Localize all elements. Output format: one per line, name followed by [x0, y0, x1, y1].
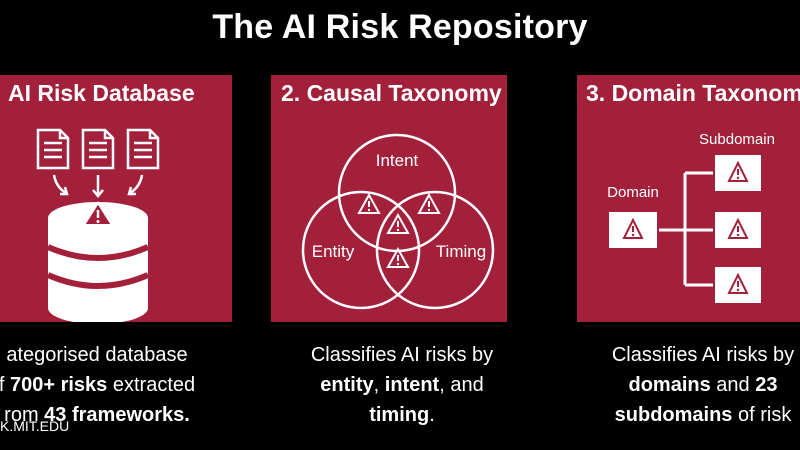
- desc-text: of risk: [732, 404, 792, 426]
- desc-emphasis: 43: [44, 404, 67, 426]
- desc-emphasis: subdomains: [614, 404, 733, 426]
- desc-line: rom 43 frameworks.: [0, 400, 262, 430]
- description-database: ategorised database f 700+ risks extract…: [0, 340, 262, 430]
- venn-label-intent: Intent: [376, 151, 419, 170]
- venn-label-entity: Entity: [312, 242, 355, 261]
- desc-text: , and: [439, 374, 484, 396]
- desc-line: f 700+ risks extracted: [0, 370, 262, 400]
- document-icon: [81, 128, 115, 170]
- desc-line: domains and 23: [538, 370, 800, 400]
- subdomain-box: [715, 212, 761, 248]
- desc-emphasis: 23: [755, 374, 778, 396]
- desc-text: ,: [373, 374, 385, 396]
- domain-box: [609, 212, 657, 248]
- document-icon: [126, 128, 160, 170]
- desc-emphasis: frameworks.: [66, 404, 190, 426]
- tree-connectors: [659, 171, 713, 287]
- desc-emphasis: domains: [628, 374, 711, 396]
- subdomain-box: [715, 155, 761, 191]
- warning-icon: [386, 246, 410, 268]
- warning-icon: [357, 192, 381, 214]
- desc-line: ategorised database: [0, 340, 262, 370]
- desc-emphasis: entity: [320, 374, 374, 396]
- tree-diagram: Domain Subdomain: [607, 131, 775, 303]
- desc-line: Classifies AI risks by: [237, 340, 567, 370]
- desc-line: timing.: [237, 400, 567, 430]
- desc-emphasis: 700+ risks: [9, 374, 108, 396]
- document-icon: [36, 128, 70, 170]
- desc-emphasis: timing: [369, 404, 430, 426]
- footer-url: K.MIT.EDU: [0, 418, 70, 434]
- database-illustration: [36, 128, 160, 322]
- desc-text: .: [429, 404, 435, 426]
- desc-text: rom: [4, 404, 45, 426]
- desc-text: Classifies AI risks by: [611, 344, 795, 366]
- desc-text: Classifies AI risks by: [310, 344, 494, 366]
- subdomain-box: [715, 267, 761, 303]
- tree-label-domain: Domain: [607, 184, 659, 201]
- desc-text: ategorised database: [6, 344, 188, 366]
- desc-text: f: [0, 374, 5, 396]
- desc-text: and: [710, 374, 756, 396]
- desc-text: extracted: [107, 374, 196, 396]
- description-domain: Classifies AI risks by domains and 23 su…: [538, 340, 800, 430]
- panel-heading-database: AI Risk Database: [8, 80, 195, 106]
- desc-line: subdomains of risk: [538, 400, 800, 430]
- venn-label-timing: Timing: [436, 242, 486, 261]
- panel-ai-risk-database: AI Risk Database: [0, 75, 232, 322]
- panel-domain-taxonomy: 3. Domain Taxonom Domain Subdomain: [577, 75, 800, 322]
- warning-icon: [417, 192, 441, 214]
- panel-causal-taxonomy: 2. Causal Taxonomy Intent Entity Timing: [271, 75, 507, 322]
- desc-line: Classifies AI risks by: [538, 340, 800, 370]
- panel-heading-domain: 3. Domain Taxonom: [586, 80, 800, 106]
- desc-line: entity, intent, and: [237, 370, 567, 400]
- tree-label-subdomain: Subdomain: [699, 131, 775, 148]
- page-title: The AI Risk Repository: [212, 8, 588, 46]
- venn-diagram: Intent Entity Timing: [301, 133, 495, 310]
- venn-circle-timing: [375, 190, 495, 310]
- warning-icon: [386, 212, 410, 234]
- desc-emphasis: intent: [384, 374, 440, 396]
- arrow-down-icon: [52, 174, 144, 198]
- panel-heading-causal: 2. Causal Taxonomy: [281, 80, 502, 106]
- description-causal: Classifies AI risks by entity, intent, a…: [237, 340, 567, 430]
- warning-icon: [82, 201, 114, 226]
- venn-circle-entity: [301, 190, 421, 310]
